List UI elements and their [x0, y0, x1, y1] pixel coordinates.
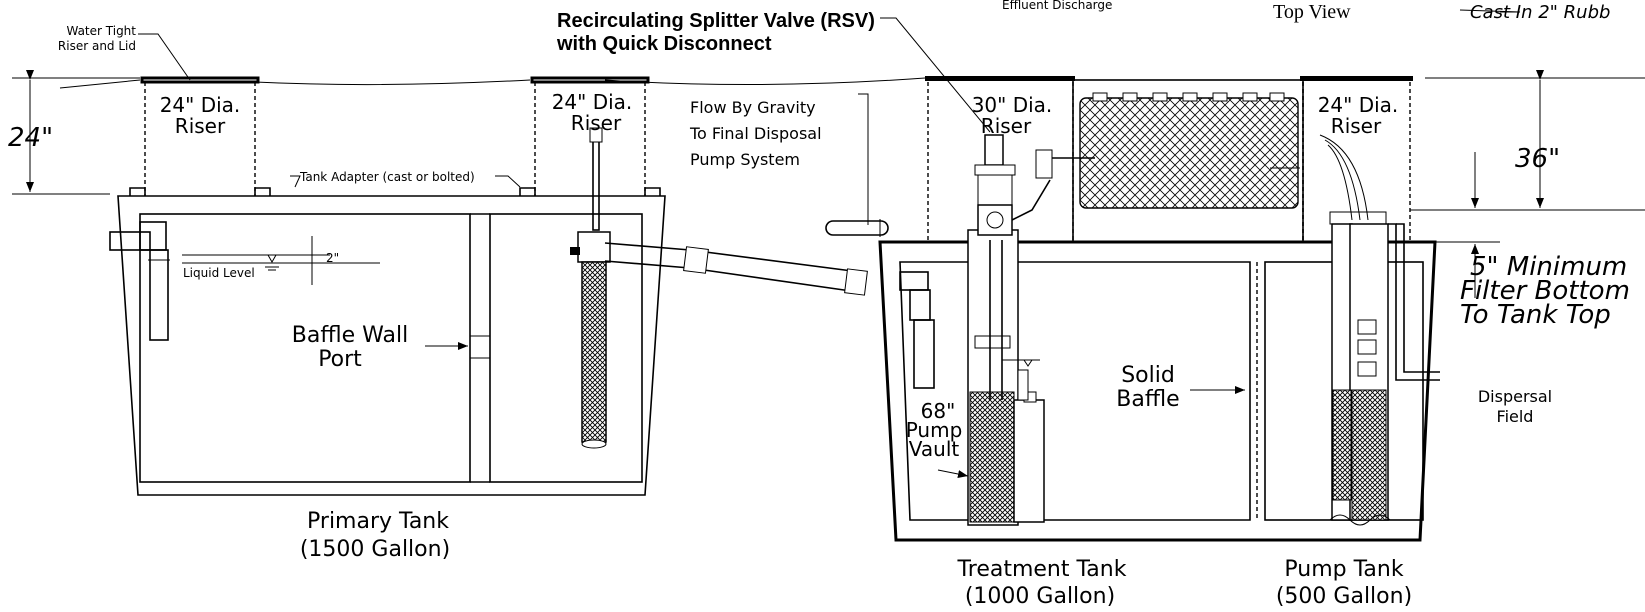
label-tank-adapter: Tank Adapter (cast or bolted): [299, 170, 475, 184]
pump-vault: [967, 229, 1045, 526]
svg-text:Field: Field: [1497, 407, 1534, 426]
label-water-tight-riser: Water Tight Riser and Lid: [58, 24, 136, 53]
svg-text:Vault: Vault: [909, 437, 960, 461]
textile-filter: [1072, 79, 1304, 243]
leaders: [138, 9, 1521, 478]
svg-text:To Tank Top: To Tank Top: [1460, 300, 1611, 330]
label-dim-2in: 2": [326, 251, 339, 265]
svg-text:68": 68": [921, 399, 956, 423]
svg-text:24" Dia.: 24" Dia.: [552, 90, 633, 114]
label-dim-24: 24": [8, 123, 53, 153]
svg-text:Riser: Riser: [571, 111, 622, 135]
label-pump-vault: 68" Pump Vault: [906, 399, 963, 461]
pump-assembly: [1319, 134, 1440, 526]
svg-text:Treatment Tank: Treatment Tank: [957, 557, 1127, 582]
label-liquid-level: Liquid Level: [183, 266, 255, 280]
svg-text:Filter Bottom: Filter Bottom: [1460, 276, 1630, 306]
dim-36: [1410, 70, 1645, 298]
label-riser-24-left: 24" Dia. Riser: [160, 93, 241, 138]
svg-text:Riser: Riser: [981, 114, 1032, 138]
label-dispersal-field: Dispersal Field: [1478, 387, 1552, 426]
gravity-pipe: [825, 219, 889, 237]
treatment-inlet-tee: [899, 271, 935, 389]
label-dim-36: 36": [1515, 144, 1560, 174]
label-riser-24-mid: 24" Dia. Riser: [552, 90, 633, 135]
svg-text:Water Tight: Water Tight: [66, 24, 136, 38]
label-primary-tank: Primary Tank (1500 Gallon): [300, 509, 450, 562]
label-riser-30: 30" Dia. Riser: [972, 93, 1053, 138]
svg-text:Solid: Solid: [1121, 363, 1175, 388]
svg-text:Recirculating Splitter Valve (: Recirculating Splitter Valve (RSV): [557, 10, 875, 32]
dim-24: [12, 70, 110, 195]
label-top-view: Top View: [1273, 1, 1351, 23]
svg-text:To Final Disposal: To Final Disposal: [689, 124, 822, 143]
svg-text:(500 Gallon): (500 Gallon): [1276, 584, 1412, 609]
liquid-level: [182, 236, 380, 285]
svg-text:Pump: Pump: [906, 418, 963, 442]
label-pump-tank: Pump Tank (500 Gallon): [1276, 557, 1412, 609]
label-treatment-tank: Treatment Tank (1000 Gallon): [957, 557, 1127, 609]
label-rsv: Recirculating Splitter Valve (RSV) with …: [556, 10, 875, 55]
svg-text:24" Dia.: 24" Dia.: [160, 93, 241, 117]
svg-text:Dispersal: Dispersal: [1478, 387, 1552, 406]
svg-text:(1000 Gallon): (1000 Gallon): [965, 584, 1115, 609]
label-cast-in: Cast In 2" Rubb: [1470, 2, 1610, 23]
inlet-tee: [109, 221, 170, 341]
svg-text:Port: Port: [318, 347, 362, 372]
label-solid-baffle: Solid Baffle: [1116, 363, 1179, 412]
svg-text:Baffle: Baffle: [1116, 387, 1179, 412]
svg-text:Pump System: Pump System: [690, 150, 800, 169]
svg-text:Flow By Gravity: Flow By Gravity: [690, 98, 816, 117]
outlet-pipe: [604, 242, 868, 296]
label-riser-24-right: 24" Dia. Riser: [1318, 93, 1399, 138]
svg-text:24" Dia.: 24" Dia.: [1318, 93, 1399, 117]
svg-text:Riser: Riser: [1331, 114, 1382, 138]
svg-text:5" Minimum: 5" Minimum: [1470, 252, 1627, 282]
riser-left: [129, 76, 271, 196]
effluent-filter: [570, 127, 611, 449]
rsv-valve: [974, 134, 1095, 236]
label-min-filter: 5" Minimum Filter Bottom To Tank Top: [1460, 252, 1630, 330]
svg-text:30" Dia.: 30" Dia.: [972, 93, 1053, 117]
svg-text:Riser and Lid: Riser and Lid: [58, 39, 136, 53]
label-baffle-wall-port: Baffle Wall Port: [292, 323, 408, 372]
riser-mid: [519, 76, 661, 196]
label-flow-gravity: Flow By Gravity To Final Disposal Pump S…: [689, 98, 822, 169]
pump-riser: [1300, 76, 1413, 242]
svg-text:Pump Tank: Pump Tank: [1284, 557, 1403, 582]
svg-text:with Quick Disconnect: with Quick Disconnect: [556, 33, 772, 55]
svg-text:Primary Tank: Primary Tank: [307, 509, 449, 534]
svg-text:Baffle Wall: Baffle Wall: [292, 323, 408, 348]
primary-tank: [117, 195, 666, 496]
label-effluent-discharge: Effluent Discharge: [1002, 0, 1112, 12]
svg-text:Riser: Riser: [175, 114, 226, 138]
svg-text:(1500 Gallon): (1500 Gallon): [300, 537, 450, 562]
